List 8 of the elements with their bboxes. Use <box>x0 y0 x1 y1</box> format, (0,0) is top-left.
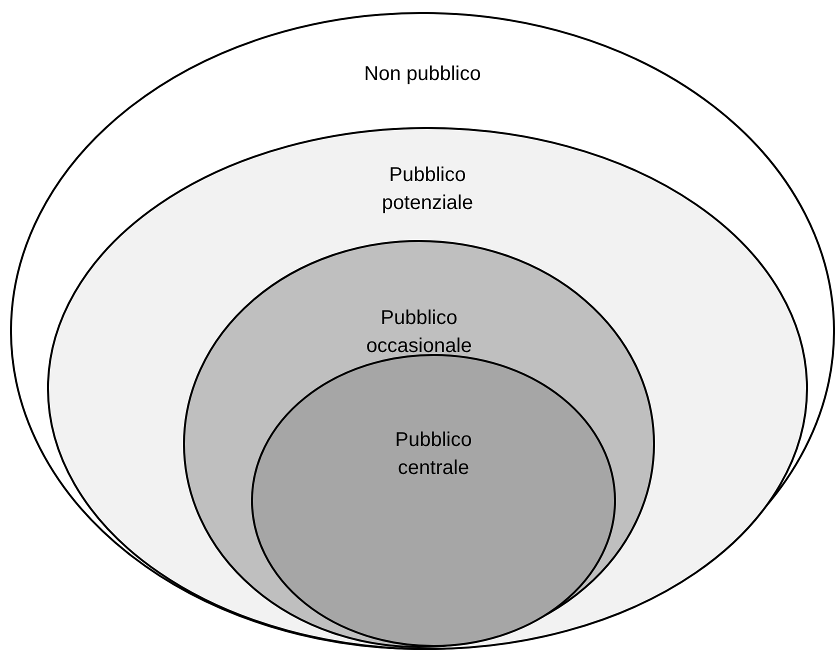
region-label: Pubblico centrale <box>394 428 473 481</box>
ellipse-region <box>183 240 655 648</box>
ellipse-region <box>10 12 835 650</box>
ellipse-region <box>251 354 616 647</box>
region-label: Pubblico potenziale <box>380 163 474 216</box>
ellipse-region <box>47 127 808 650</box>
region-label: Non pubblico <box>364 62 481 87</box>
region-label: Pubblico occasionale <box>365 306 473 359</box>
